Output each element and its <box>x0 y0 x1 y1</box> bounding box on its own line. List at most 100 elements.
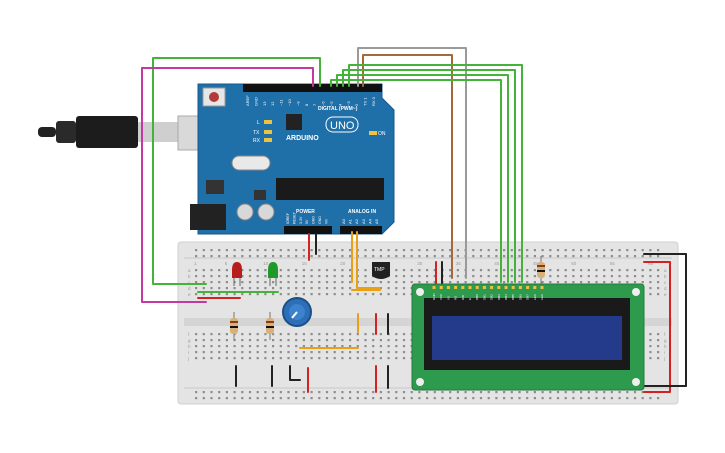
lcd-pin-label: V0 <box>446 296 450 300</box>
usb-cable[interactable] <box>38 115 219 151</box>
row-letter: c <box>188 280 191 285</box>
lcd-pin[interactable] <box>504 286 508 289</box>
lcd-pin-label: VCC <box>439 293 443 300</box>
power-pin-label: RESET <box>292 211 296 224</box>
lcd-pin-label: DB0 <box>475 294 479 300</box>
wire-black-top-rail[interactable] <box>643 253 687 387</box>
potentiometer[interactable] <box>282 297 312 327</box>
led-tx <box>264 130 272 134</box>
wires[interactable] <box>141 47 687 393</box>
lcd-pin[interactable] <box>468 286 472 289</box>
lcd-pin[interactable] <box>475 286 479 289</box>
column-number: 35 <box>456 261 462 266</box>
wire-red-top-rail[interactable] <box>643 261 671 393</box>
resistor-1[interactable] <box>230 312 238 340</box>
analog-pin-label: A1 <box>348 218 353 224</box>
lcd-pin[interactable] <box>432 286 436 289</box>
analog-pin-label: A5 <box>374 218 379 224</box>
temperature-sensor[interactable]: TMP <box>372 262 390 279</box>
lcd-pin[interactable] <box>511 286 515 289</box>
row-letter: g <box>664 338 667 343</box>
arduino-uno-board[interactable]: L TX RX ON ARDUINO UNO DIGITAL (PWM~) PO… <box>190 83 395 235</box>
wire-green-d4[interactable] <box>348 64 523 283</box>
digital-pin-label: GND <box>253 97 258 106</box>
digital-pin-label: ~9 <box>295 101 300 106</box>
lcd-screen <box>432 316 622 360</box>
resistor-3[interactable] <box>537 256 545 286</box>
digital-pin-label: 2 <box>354 103 359 106</box>
digital-pin-label: 4 <box>337 103 342 106</box>
wire-green-d1[interactable] <box>330 79 502 283</box>
digital-pin-label: ~6 <box>321 101 326 106</box>
arduino-model: UNO <box>330 120 355 132</box>
column-number: 20 <box>340 261 346 266</box>
lcd-pin[interactable] <box>526 286 530 289</box>
digital-pin-label: ~5 <box>329 101 334 106</box>
led-red[interactable] <box>232 262 242 286</box>
lcd-pin[interactable] <box>533 286 537 289</box>
led-l-label: L <box>257 120 260 126</box>
led-green[interactable] <box>268 262 278 286</box>
power-pin-label: 3.3V <box>299 216 303 224</box>
tmp-label: TMP <box>374 267 385 273</box>
lcd-pin-label: RS <box>454 296 458 300</box>
power-pin-label: GND <box>318 216 322 224</box>
lcd-pin-label: LED <box>533 293 537 300</box>
lcd-pin[interactable] <box>439 286 443 289</box>
lcd-pin[interactable] <box>540 286 544 289</box>
lcd-pin[interactable] <box>497 286 501 289</box>
lcd-pin[interactable] <box>482 286 486 289</box>
lcd-pin[interactable] <box>518 286 522 289</box>
wire-gray[interactable] <box>357 47 467 279</box>
analog-label: ANALOG IN <box>348 209 376 215</box>
on-label: ON <box>378 131 386 137</box>
analog-pin-label: A2 <box>354 218 359 224</box>
row-letter: i <box>664 350 665 355</box>
lcd-16x2[interactable] <box>411 283 645 391</box>
wire-orange-a1[interactable] <box>356 231 381 289</box>
row-letter: a <box>188 268 191 273</box>
lcd-pin[interactable] <box>446 286 450 289</box>
column-number: 55 <box>610 261 616 266</box>
digital-pin-label: RX 0 <box>371 96 376 106</box>
wire-green-led[interactable] <box>152 57 321 285</box>
row-letter: a <box>664 268 667 273</box>
row-letter: h <box>664 344 667 349</box>
resistor-2[interactable] <box>266 312 274 340</box>
digital-pin-label: 7 <box>312 103 317 106</box>
power-header[interactable] <box>284 226 332 234</box>
lcd-pin[interactable] <box>461 286 465 289</box>
lcd-pin[interactable] <box>454 286 458 289</box>
digital-pin-label: ~11 <box>279 99 284 106</box>
column-number: 10 <box>263 261 269 266</box>
digital-pin-label: ~10 <box>287 98 292 106</box>
row-letter: g <box>188 338 191 343</box>
wire-black-b3[interactable] <box>289 365 301 381</box>
row-letter: b <box>664 274 667 279</box>
power-label: POWER <box>296 209 315 215</box>
column-number: 5 <box>225 261 228 266</box>
lcd-pin-label: E <box>468 298 472 300</box>
row-letter: i <box>188 350 189 355</box>
row-letter: h <box>188 344 191 349</box>
wire-green-d3[interactable] <box>342 69 516 283</box>
lcd-pin[interactable] <box>490 286 494 289</box>
column-number: 45 <box>533 261 539 266</box>
row-letter: f <box>664 332 666 337</box>
digital-pin-label: 12 <box>270 101 275 106</box>
reset-button[interactable] <box>209 92 219 102</box>
wire-green-d2[interactable] <box>336 74 509 283</box>
wire-magenta[interactable] <box>141 67 314 303</box>
analog-header[interactable] <box>340 226 382 234</box>
column-number: 15 <box>302 261 308 266</box>
row-letter: j <box>187 356 189 361</box>
digital-header[interactable] <box>243 84 382 92</box>
lcd-pin-label: GND <box>432 293 436 301</box>
power-pin-label: GND <box>312 216 316 224</box>
lcd-pin-label: LED <box>540 293 544 300</box>
